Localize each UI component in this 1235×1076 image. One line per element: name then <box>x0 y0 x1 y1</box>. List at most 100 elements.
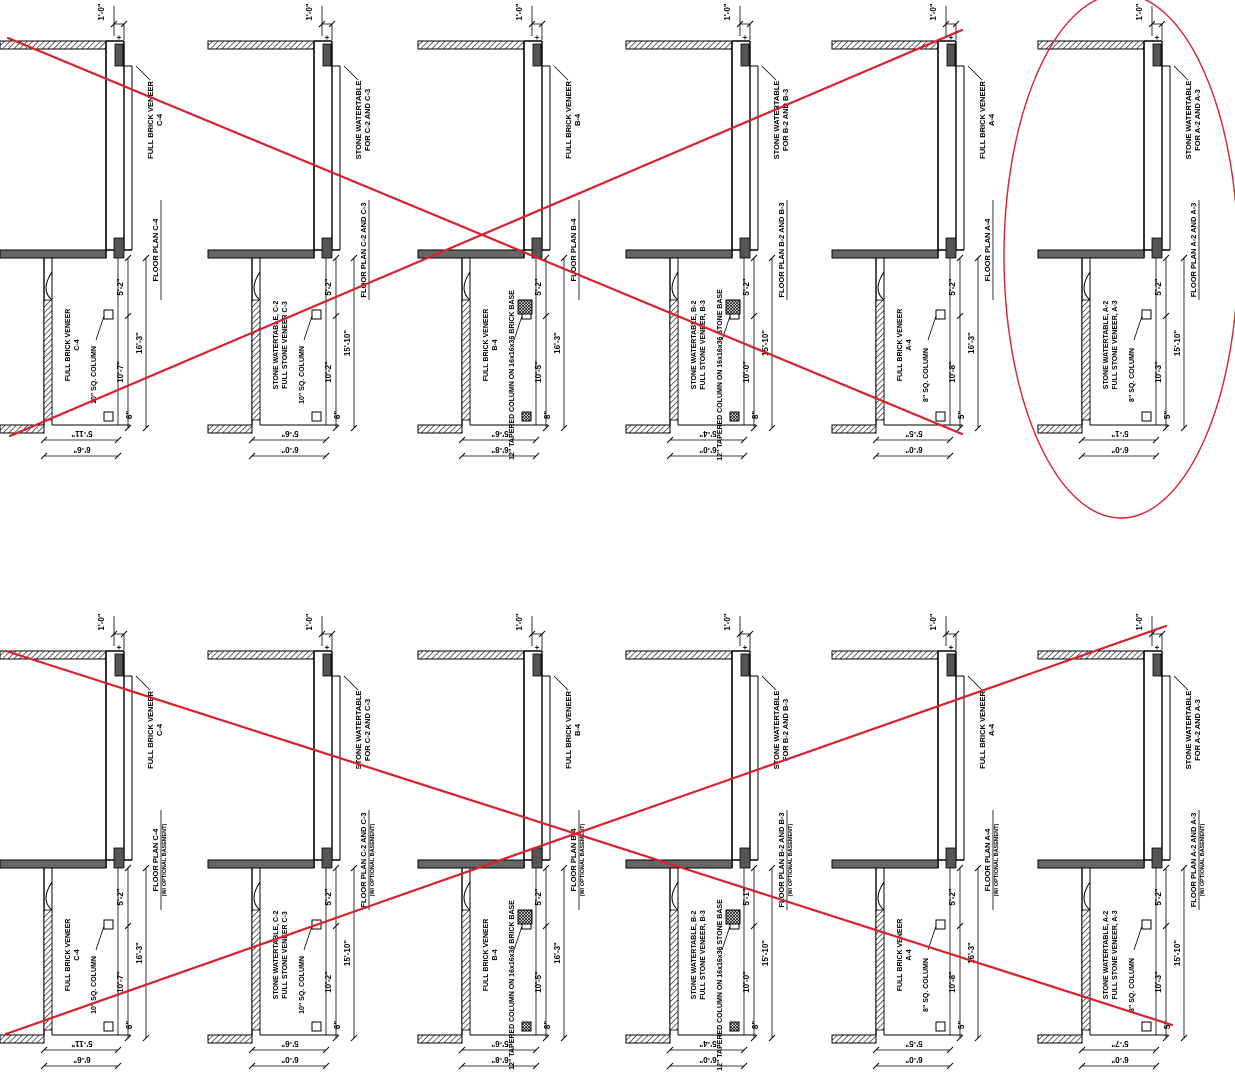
dimension-tick <box>40 436 48 444</box>
dim-d-text: 6" <box>125 1021 134 1029</box>
dim-c-text: 16'-3" <box>967 942 976 964</box>
dim-c-text: 16'-3" <box>135 942 144 964</box>
dim-top-text: 1'-0" <box>723 613 732 630</box>
dimension-tick <box>666 436 674 444</box>
dim-a-text: 5'-1" <box>742 888 751 905</box>
floor-plan: 1'-0"+5'-2"10'-7"16'-3"6"5'-11"6'-6"FULL… <box>0 3 164 460</box>
door-swing <box>877 271 885 301</box>
porch-note-line: B-4 <box>492 949 499 960</box>
dim-b-text: 10'-5" <box>534 361 543 383</box>
column-leader <box>927 925 937 951</box>
column-post <box>103 309 114 320</box>
dimension-tick <box>248 1062 256 1070</box>
plus-marker: + <box>325 33 330 42</box>
porch-note-line: B-4 <box>492 339 499 350</box>
plus-marker: + <box>743 643 748 652</box>
dimension-tick <box>328 20 336 28</box>
dimension-tick <box>328 630 336 638</box>
dim-d-text: 6" <box>125 411 134 419</box>
veneer-stub <box>322 43 332 67</box>
porch-hatch <box>461 299 471 421</box>
bottom-wall <box>625 424 671 434</box>
floor-plan: 1'-0"+5'-2"10'-3"15'-10"5"5'-1"6'-0"STON… <box>1037 3 1202 460</box>
porch-note-line: FULL STONE VENEER C-3 <box>282 911 289 999</box>
column-leader <box>927 315 937 341</box>
column-base <box>517 299 533 315</box>
dim-w2-text: 6'-0" <box>1111 445 1128 454</box>
plus-marker: + <box>535 33 540 42</box>
dimension-tick <box>872 436 880 444</box>
dimension-tick <box>1162 1034 1170 1042</box>
dim-a-text: 5'-2" <box>534 888 543 905</box>
column-post <box>521 411 532 422</box>
veneer-code-label: FOR B-2 AND B-3 <box>781 89 790 151</box>
approval-circle <box>1003 0 1235 519</box>
dimension-tick <box>1148 630 1156 638</box>
plus-marker: + <box>117 33 122 42</box>
veneer-code-label: B-4 <box>573 723 582 736</box>
dim-top-text: 1'-0" <box>515 613 524 630</box>
dimension-tick <box>332 864 340 872</box>
porch-hatch <box>251 909 261 1031</box>
porch-note-line: FULL STONE VENEER, A-3 <box>1112 300 1119 389</box>
middle-wall <box>831 249 939 259</box>
dim-w2-text: 6'-6" <box>73 445 90 454</box>
dim-top-text: 1'-0" <box>1135 613 1144 630</box>
door-swing <box>45 881 53 911</box>
veneer-code-label: C-4 <box>155 723 164 736</box>
column-post <box>521 1021 532 1032</box>
porch-note-line: FULL STONE VENEER, B-3 <box>700 910 707 1000</box>
plan-title: FLOOR PLAN A-2 AND A-3 <box>1189 813 1198 908</box>
dimension-tick <box>120 20 128 28</box>
dimension-tick <box>40 452 48 460</box>
middle-wall <box>207 859 315 869</box>
column-post <box>935 919 946 930</box>
veneer-label: FULL BRICK VENEER <box>146 81 155 159</box>
dim-a-text: 5'-2" <box>116 278 125 295</box>
dim-w2-text: 6'-8" <box>491 1055 508 1064</box>
veneer-stub <box>532 43 542 67</box>
dim-top-text: 1'-0" <box>305 613 314 630</box>
dim-c-text: 15'-10" <box>761 940 770 966</box>
plan-title: FLOOR PLAN B-2 AND B-3 <box>777 202 786 297</box>
dimension-tick <box>114 436 122 444</box>
column-note: 10" SQ. COLUMN <box>299 956 306 1014</box>
door-swing <box>1083 271 1091 301</box>
dimension-tick <box>114 452 122 460</box>
column-leader <box>303 925 313 951</box>
cross-out-line <box>8 28 964 438</box>
dimension-tick <box>542 424 550 432</box>
column-post <box>103 919 114 930</box>
dim-top-text: 1'-0" <box>723 3 732 20</box>
veneer-label: STONE WATERTABLE <box>1184 81 1193 160</box>
dim-b-text: 10'-2" <box>324 361 333 383</box>
dimension-tick <box>1148 20 1156 28</box>
middle-wall <box>417 859 525 869</box>
dimension-tick <box>1158 20 1166 28</box>
column-leader <box>1133 315 1143 341</box>
dimension-tick <box>542 1034 550 1042</box>
veneer-leader <box>761 675 777 691</box>
dim-b-text: 10'-3" <box>1154 971 1163 993</box>
dim-w1-text: 5'-7" <box>1111 1039 1128 1048</box>
dimension-tick <box>872 1046 880 1054</box>
corner-block <box>945 237 957 259</box>
veneer-code-label: A-4 <box>987 113 996 126</box>
porch-note-line: C-4 <box>74 949 81 960</box>
middle-wall <box>207 249 315 259</box>
plan-title: FLOOR PLAN A-4 <box>983 828 992 891</box>
veneer-stub <box>740 43 750 67</box>
dimension-tick <box>114 1046 122 1054</box>
middle-wall <box>1037 859 1145 869</box>
dimension-tick <box>458 1062 466 1070</box>
top-wall <box>625 650 733 660</box>
column-base <box>725 909 741 925</box>
dim-top-text: 1'-0" <box>97 3 106 20</box>
dimension-tick <box>872 452 880 460</box>
dim-w1-text: 5'-5" <box>905 429 922 438</box>
column-note: 10" SQ. COLUMN <box>299 346 306 404</box>
dim-a-text: 5'-2" <box>948 278 957 295</box>
dim-a-text: 5'-2" <box>324 278 333 295</box>
middle-wall <box>0 859 107 869</box>
